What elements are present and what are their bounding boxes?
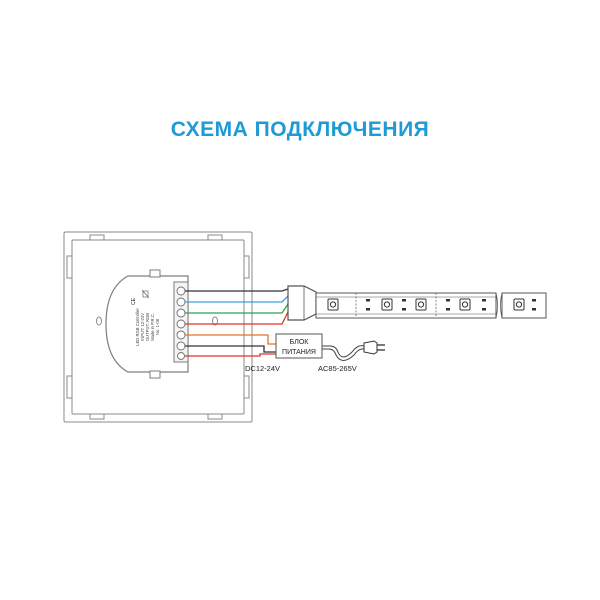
- ce-mark: CE: [131, 297, 137, 305]
- rgb-wires: [185, 288, 289, 325]
- led-chips: [327, 298, 525, 311]
- power-wires: [185, 334, 276, 357]
- strip-connector: [287, 285, 317, 321]
- power-supply-block: БЛОК ПИТАНИЯ: [275, 333, 323, 359]
- terminal-screws: [176, 286, 186, 360]
- mains-cable: [322, 345, 365, 361]
- mains-plug-icon: [363, 340, 385, 355]
- controller-label-line: No. 1-08: [155, 318, 160, 335]
- page-title: СХЕМА ПОДКЛЮЧЕНИЯ: [170, 118, 430, 141]
- controller-label-line: LED RGB Controller: [135, 308, 140, 346]
- controller-label-line: Made in P.R.C.: [150, 313, 155, 341]
- controller-label-line: OUTPUT: RGB: [145, 313, 150, 341]
- wall-panel: [63, 231, 253, 423]
- dc-voltage-label: DC12-24V: [245, 364, 280, 373]
- resistors: [366, 299, 536, 311]
- psu-label-line: БЛОК: [290, 339, 310, 346]
- ac-voltage-label: AC85-265V: [318, 364, 357, 373]
- rgb-controller-module: LED RGB Controller INPUT: 12-24V OUTPUT:…: [105, 269, 189, 379]
- psu-label-line: ПИТАНИЯ: [282, 349, 316, 356]
- led-strip: [315, 292, 547, 319]
- controller-label-line: INPUT: 12-24V: [140, 313, 145, 341]
- recycle-bin-icon: [141, 289, 150, 299]
